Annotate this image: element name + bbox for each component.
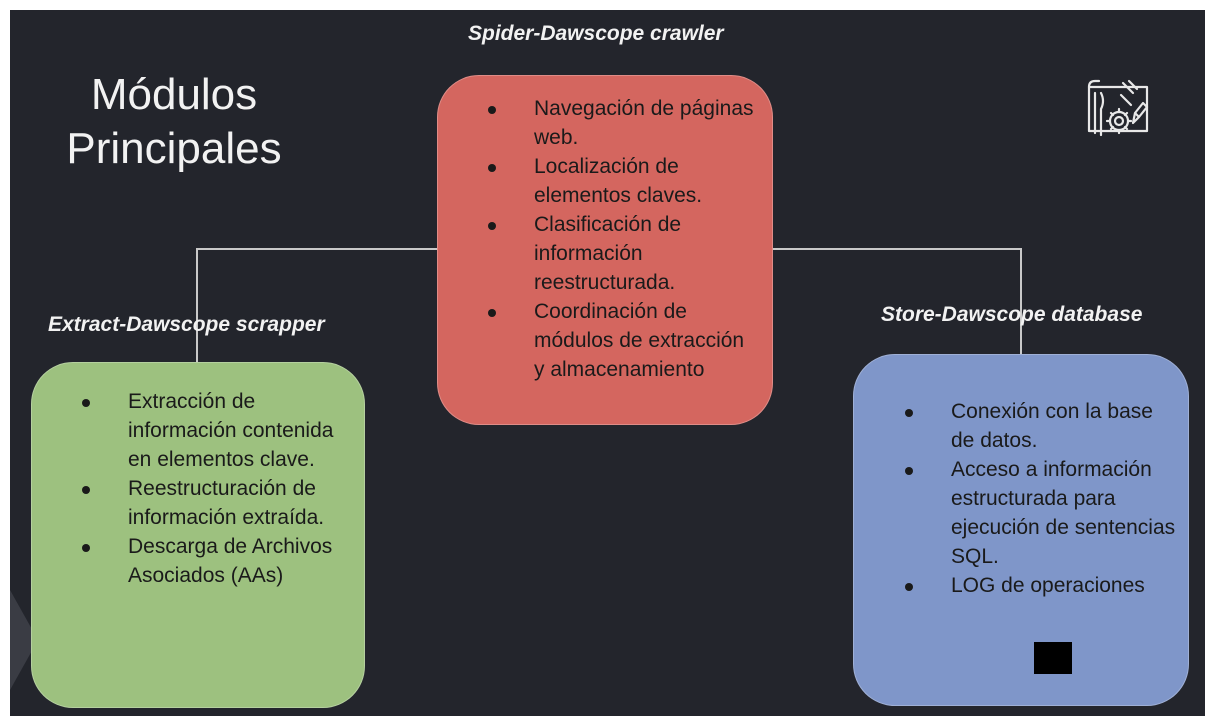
list-item: LOG de operaciones	[905, 571, 1181, 600]
database-module-box: Conexión con la base de datos. Acceso a …	[853, 354, 1189, 706]
list-item: Descarga de Archivos Asociados (AAs)	[82, 532, 354, 590]
crawler-item-list: Navegación de páginas web. Localización …	[488, 94, 754, 384]
scrapper-module-box: Extracción de información contenida en e…	[31, 362, 365, 708]
bullet-icon	[905, 409, 913, 417]
crawler-module-title: Spider-Dawscope crawler	[468, 22, 724, 45]
list-item: Conexión con la base de datos.	[905, 397, 1181, 455]
redaction-block	[1034, 642, 1072, 674]
slide: Módulos Principales Spider-Dawscope craw…	[10, 10, 1205, 716]
connector-right-horizontal	[773, 248, 1022, 250]
crawler-module-box: Navegación de páginas web. Localización …	[437, 75, 773, 425]
scrapper-module-title: Extract-Dawscope scrapper	[48, 313, 325, 336]
page-title: Módulos Principales	[66, 70, 282, 173]
bullet-icon	[82, 486, 90, 494]
connector-right-vertical	[1020, 248, 1022, 354]
bullet-icon	[488, 106, 496, 114]
bullet-icon	[82, 544, 90, 552]
bullet-icon	[905, 467, 913, 475]
list-item: Navegación de páginas web.	[488, 94, 754, 152]
list-item: Localización de elementos claves.	[488, 152, 754, 210]
list-item: Reestructuración de información extraída…	[82, 474, 354, 532]
connector-left-horizontal	[196, 248, 439, 250]
scrapper-item-list: Extracción de información contenida en e…	[82, 387, 354, 590]
tools-settings-icon	[1087, 79, 1149, 137]
list-item: Clasificación de información reestructur…	[488, 210, 754, 297]
list-item: Extracción de información contenida en e…	[82, 387, 354, 474]
decorative-chevron-icon	[10, 590, 38, 690]
bullet-icon	[905, 583, 913, 591]
list-item: Coordinación de módulos de extracción y …	[488, 297, 754, 384]
bullet-icon	[488, 309, 496, 317]
bullet-icon	[488, 164, 496, 172]
database-module-title: Store-Dawscope database	[881, 303, 1143, 326]
database-item-list: Conexión con la base de datos. Acceso a …	[905, 397, 1181, 600]
bullet-icon	[82, 399, 90, 407]
bullet-icon	[488, 222, 496, 230]
list-item: Acceso a información estructurada para e…	[905, 455, 1181, 571]
connector-left-vertical	[196, 248, 198, 362]
